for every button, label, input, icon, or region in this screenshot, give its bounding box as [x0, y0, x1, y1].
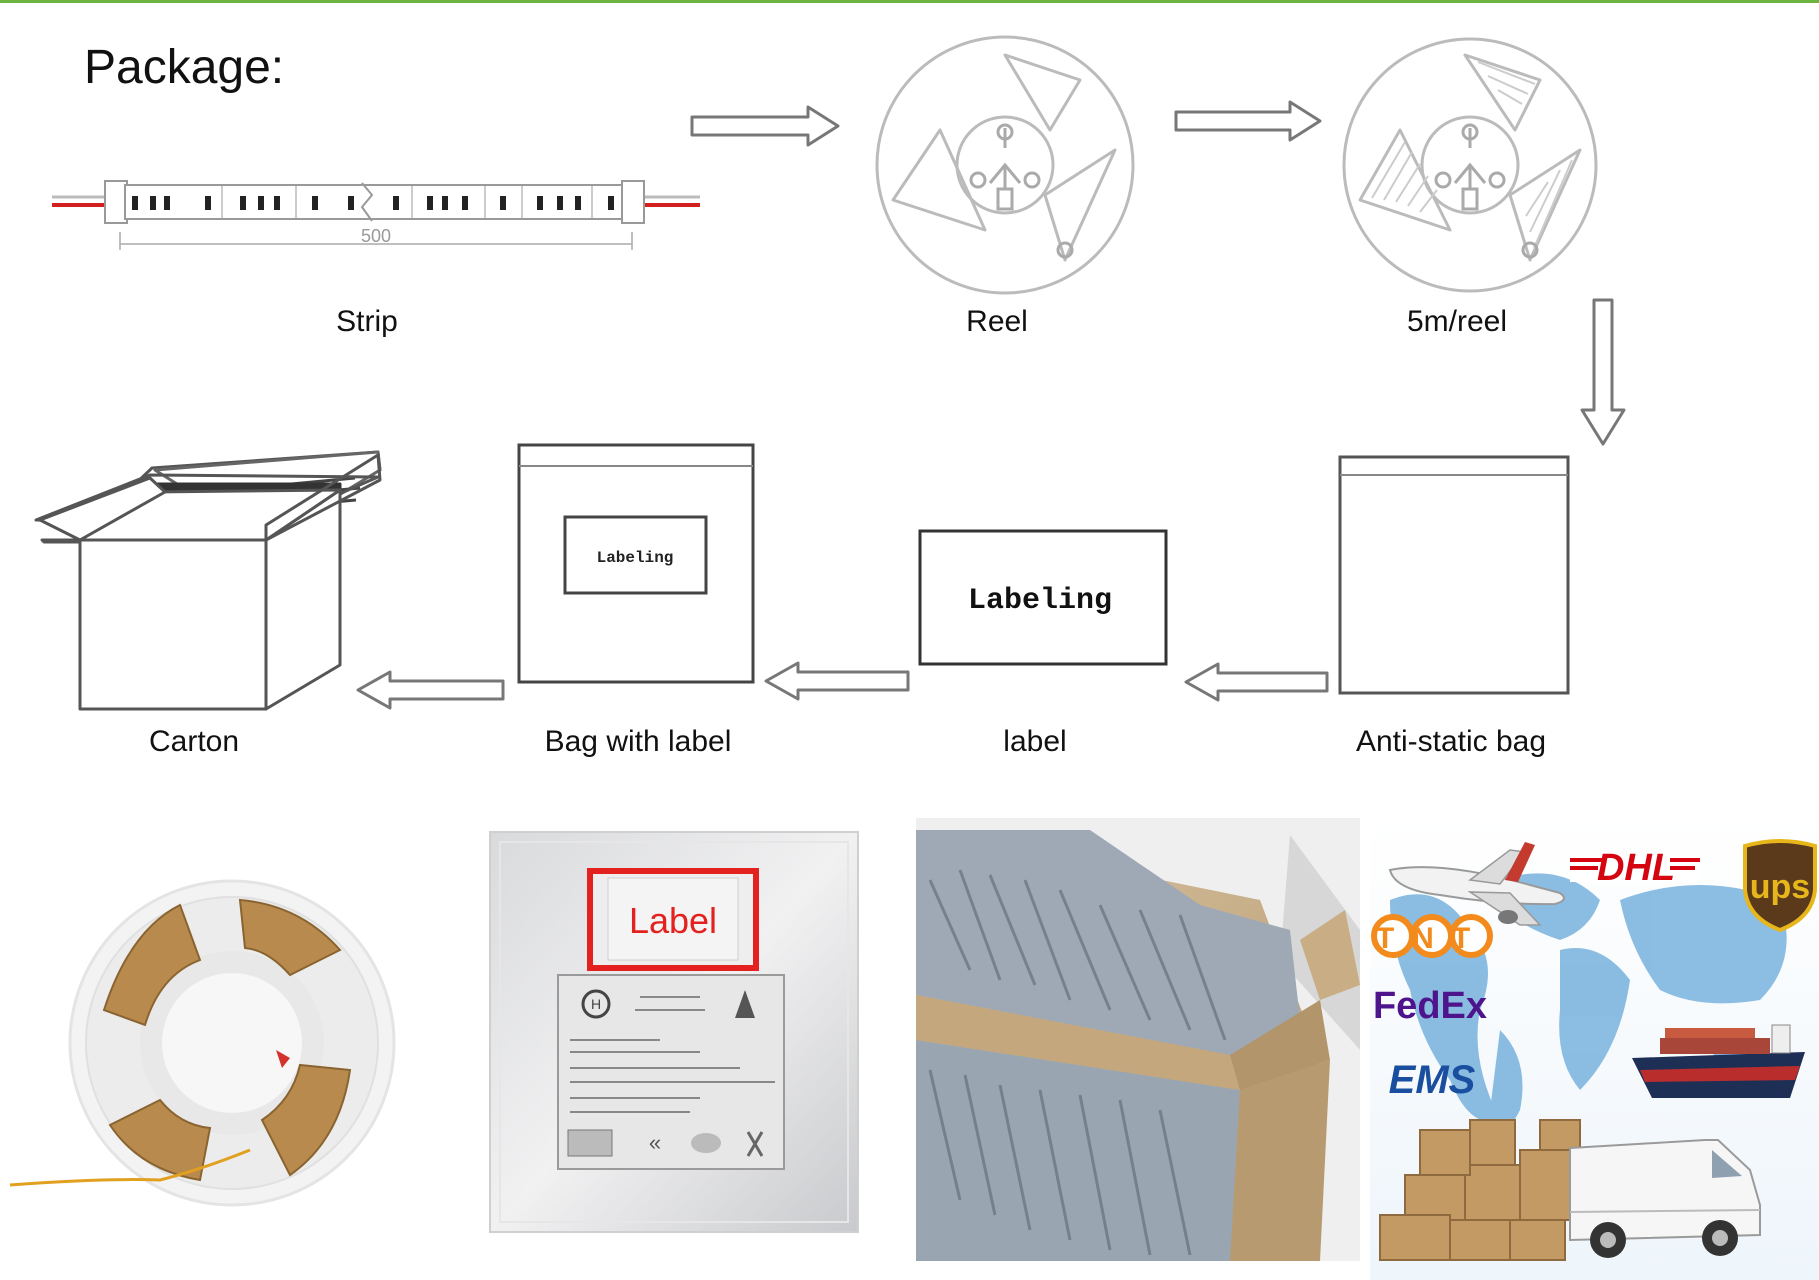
ems-logo-text: EMS [1389, 1058, 1476, 1102]
bag-with-label-drawing [517, 443, 755, 684]
caption-anti-static-bag: Anti-static bag [1355, 725, 1547, 758]
caption-reel: Reel [966, 305, 1028, 338]
arrow-right-icon [690, 105, 840, 147]
svg-text:«: « [649, 1130, 661, 1155]
photo-shipping-collage [1370, 818, 1819, 1280]
tnt-logo-text: TNT [1376, 922, 1488, 955]
arrow-right-icon [1174, 100, 1322, 142]
label-card-drawing [918, 529, 1168, 666]
caption-5m-reel: 5m/reel [1406, 305, 1508, 338]
arrow-left-icon [356, 670, 505, 710]
reel-5m-drawing [1342, 37, 1598, 293]
label-card-text: Labeling [968, 584, 1112, 618]
reel-drawing [875, 35, 1135, 295]
arrow-left-icon [1184, 662, 1329, 702]
dhl-logo-text: DHL [1597, 847, 1675, 889]
strip-length-label: 500 [361, 226, 391, 246]
photo-label-text: Label [629, 900, 717, 941]
photo-bag-with-label: H « [489, 831, 859, 1233]
caption-label: label [1003, 725, 1067, 758]
anti-static-bag-drawing [1338, 455, 1570, 695]
top-accent-bar [0, 0, 1819, 3]
arrow-down-icon [1580, 298, 1626, 446]
caption-carton: Carton [148, 725, 240, 758]
caption-strip: Strip [336, 305, 398, 338]
photo-carton-of-bags [916, 818, 1360, 1261]
bag-label-text: Labeling [597, 549, 674, 567]
ups-logo-text: ups [1750, 868, 1810, 906]
led-strip-drawing [52, 180, 700, 250]
page-title: Package: [84, 41, 285, 94]
caption-bag-with-label: Bag with label [544, 725, 732, 758]
fedex-logo-text: FedEx [1373, 985, 1487, 1027]
photo-led-reel [9, 879, 396, 1207]
carton-drawing [34, 450, 382, 711]
svg-text:H: H [591, 996, 601, 1012]
arrow-left-icon [764, 661, 910, 701]
